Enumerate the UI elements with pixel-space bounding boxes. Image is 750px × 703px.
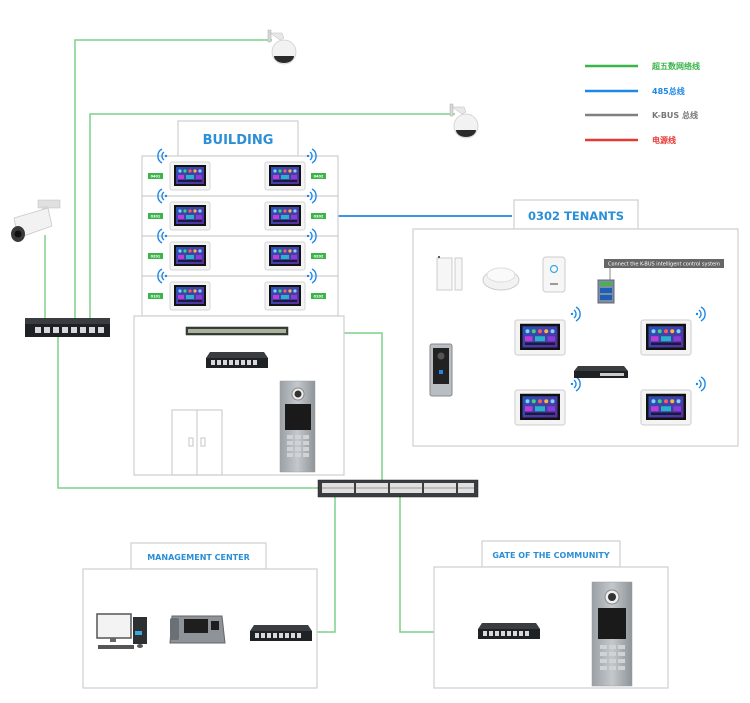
legend-label: 电源线 (652, 135, 676, 145)
gateway-icon (542, 256, 566, 293)
indoor-monitor-icon (264, 281, 306, 311)
door-sensor-icon (436, 256, 463, 291)
svg-text:0202: 0202 (314, 255, 324, 259)
tenants-section: 0302 TENANTS Connect the K-BUS intellige… (412, 199, 739, 447)
management-title: MANAGEMENT CENTER (147, 553, 250, 562)
building-title: BUILDING (203, 133, 274, 148)
floor-switch-icon (185, 326, 289, 336)
indoor-monitor-icon (640, 319, 692, 356)
access-switch-icon (25, 318, 110, 337)
indoor-monitor-icon (514, 319, 566, 356)
bullet-camera-icon (11, 199, 61, 242)
floor-tag: 0201 (148, 253, 163, 259)
indoor-monitor-icon (640, 389, 692, 426)
svg-text:0102: 0102 (314, 295, 324, 299)
floor-tag: 0101 (148, 293, 163, 299)
svg-text:0201: 0201 (151, 255, 161, 259)
legend-item-network: 超五数网络线 (585, 61, 700, 71)
floor-tag: 0401 (148, 173, 163, 179)
indoor-monitor-icon (264, 201, 306, 231)
svg-text:0401: 0401 (151, 175, 161, 179)
management-section: MANAGEMENT CENTER (82, 542, 318, 689)
legend-item-kbus: K-BUS 总线 (585, 110, 698, 120)
smoke-detector-icon (482, 267, 520, 291)
gate-door-station-icon (591, 581, 633, 687)
legend-item-rs485: 485总线 (585, 86, 685, 96)
dome-camera-icon (267, 29, 297, 65)
dome-camera-icon (449, 103, 479, 139)
core-switch-icon (317, 479, 479, 498)
indoor-monitor-icon (169, 241, 211, 271)
gate-switch-icon (478, 623, 540, 639)
floor-tag: 0302 (311, 213, 326, 219)
building-section: BUILDING 0401 0301 0201 0101 0402 0302 (133, 120, 345, 476)
legend-label: K-BUS 总线 (652, 110, 698, 120)
svg-text:0302: 0302 (314, 215, 324, 219)
gate-title: GATE OF THE COMMUNITY (492, 551, 610, 560)
svg-text:Connect the K-BUS intelligent: Connect the K-BUS intelligent control sy… (608, 262, 720, 268)
svg-text:0101: 0101 (151, 295, 161, 299)
floor-tag: 0402 (311, 173, 326, 179)
legend-label: 485总线 (652, 86, 685, 96)
gate-section: GATE OF THE COMMUNITY (433, 540, 669, 689)
lobby-door-icon (171, 409, 223, 476)
indoor-monitor-icon (264, 161, 306, 191)
floor-tag: 0102 (311, 293, 326, 299)
door-station-icon (279, 380, 316, 473)
villa-door-station-icon (429, 343, 453, 397)
indoor-monitor-icon (169, 201, 211, 231)
svg-text:0301: 0301 (151, 215, 161, 219)
indoor-monitor-icon (169, 161, 211, 191)
floor-tag: 0202 (311, 253, 326, 259)
svg-text:0402: 0402 (314, 175, 324, 179)
legend-label: 超五数网络线 (651, 61, 700, 71)
management-switch-icon (250, 625, 312, 641)
kbus-module-icon (597, 279, 615, 304)
kbus-note: Connect the K-BUS intelligent control sy… (604, 259, 724, 280)
management-console-icon (169, 615, 226, 644)
tenants-title: 0302 TENANTS (528, 209, 624, 223)
legend: 超五数网络线 485总线 K-BUS 总线 电源线 (585, 61, 700, 145)
poe-switch-icon (206, 352, 268, 368)
tenant-switch-icon (574, 366, 628, 378)
indoor-monitor-icon (514, 389, 566, 426)
legend-item-power: 电源线 (585, 135, 676, 145)
floor-tag: 0301 (148, 213, 163, 219)
computer-icon (96, 613, 147, 649)
indoor-monitor-icon (264, 241, 306, 271)
indoor-monitor-icon (169, 281, 211, 311)
